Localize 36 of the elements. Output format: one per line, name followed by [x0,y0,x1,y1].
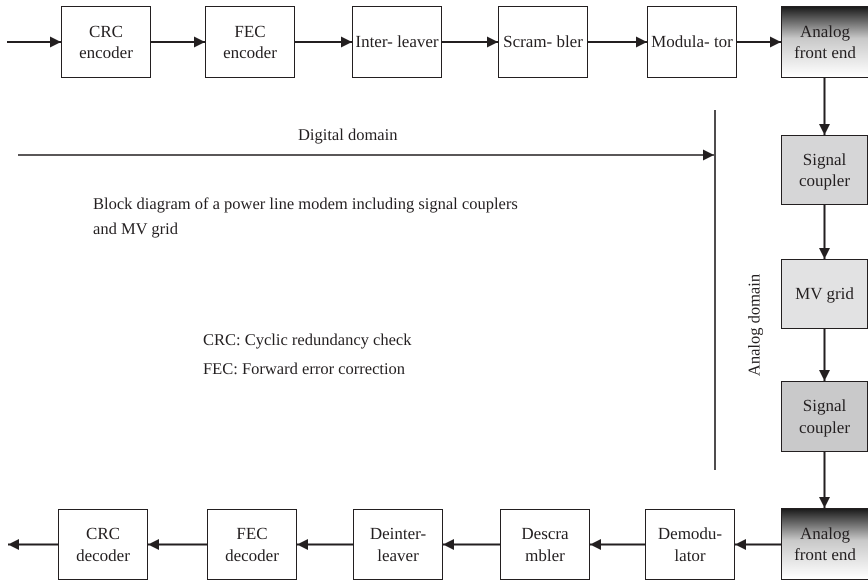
process-box: FEC encoder [205,6,295,78]
process-box: Descra mbler [500,509,590,580]
abbreviation-note: CRC: Cyclic redundancy check [203,329,412,351]
front-end-box: Analog front end [781,6,868,78]
arrow [737,36,781,48]
domain-label: Analog domain [744,274,765,376]
arrow [295,36,352,48]
arrow [148,539,207,550]
arrow [819,452,830,508]
arrow [297,539,353,550]
arrow [819,205,830,259]
caption: Block diagram of a power line modem including signal couplers and MV grid [93,193,519,240]
process-box: Demodu- lator [645,509,735,580]
arrow [7,36,61,48]
grid-box: MV grid [781,259,868,329]
abbreviation-note: FEC: Forward error correction [203,358,406,380]
process-box: CRC encoder [61,6,151,78]
arrow [819,329,830,381]
process-box: Scram- bler [498,6,588,78]
arrow [151,36,205,48]
arrow [735,539,781,550]
arrow [590,539,645,550]
process-box: Modula- tor [647,6,737,78]
arrow [588,36,647,48]
arrow [8,539,58,550]
coupler-box: Signal coupler [781,381,868,452]
arrow [819,78,830,135]
process-box: FEC decoder [207,509,297,580]
domain-label: Digital domain [298,124,398,146]
arrow [442,36,498,48]
process-box: Inter- leaver [352,6,442,78]
process-box: Deinter- leaver [353,509,443,580]
process-box: CRC decoder [58,509,148,580]
arrow [443,539,500,550]
front-end-box: Analog front end [781,508,868,580]
coupler-box: Signal coupler [781,135,868,205]
